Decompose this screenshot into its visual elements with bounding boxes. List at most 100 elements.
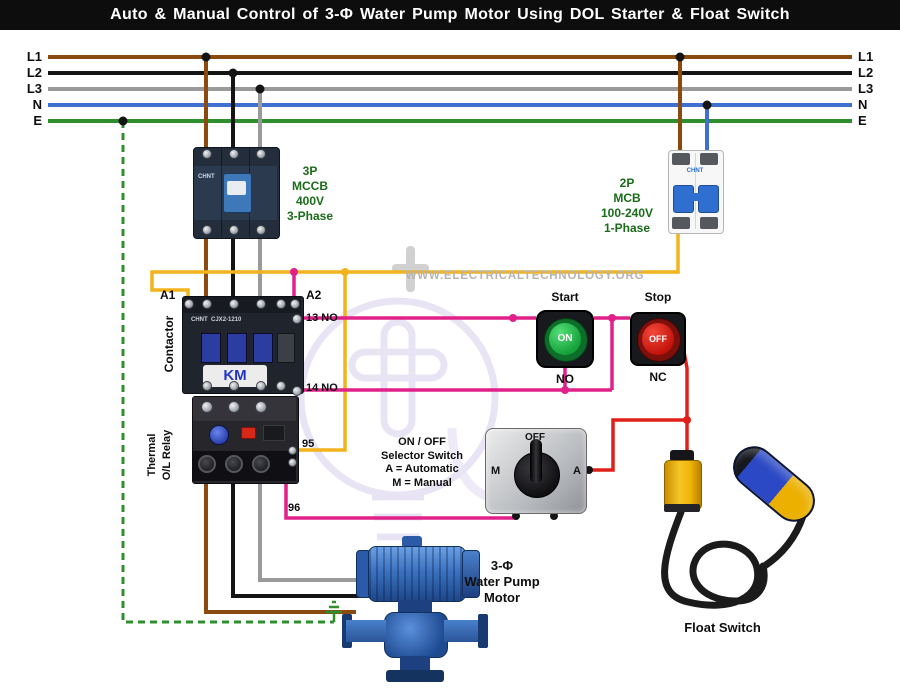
float-switch-label: Float Switch — [684, 620, 761, 635]
diagram-title: Auto & Manual Control of 3-Φ Water Pump … — [0, 0, 900, 30]
overload-terminal-screw — [255, 401, 267, 413]
overload-side-label-line2: O/L Relay — [161, 429, 173, 481]
contactor-13no-label: 13 NO — [306, 312, 338, 324]
overload-dial — [209, 425, 229, 445]
pump-base-flange — [386, 670, 444, 682]
mccb-label-line: 3-Phase — [286, 209, 334, 223]
contactor-brand-model: CHNT CJX2-1210 — [191, 317, 241, 323]
control-wires-yellow — [150, 232, 680, 452]
earth-wire-green — [121, 121, 342, 624]
wire-earth-to-motor — [121, 121, 334, 624]
overload-96-label: 96 — [288, 502, 301, 514]
float-weight-cap — [670, 450, 694, 462]
selector-m-label: M — [491, 465, 501, 477]
motor-label-line: 3-Φ — [490, 558, 514, 573]
rail-label-right-e: E — [858, 113, 867, 128]
wire-mcb-to-coil-a1 — [150, 232, 680, 302]
contactor-terminal-screw — [276, 299, 286, 309]
contactor-13no-terminal — [292, 314, 302, 324]
mcb-label-line: 1-Phase — [603, 221, 651, 235]
mccb-label-line: MCCB — [292, 179, 328, 193]
mcb-terminal — [672, 153, 690, 165]
contactor-window — [227, 333, 247, 363]
contactor-km-plate: KM — [203, 365, 267, 387]
float-switch-weight — [664, 450, 702, 512]
mccb-label: 3P MCCB 400V 3-Phase — [280, 164, 340, 224]
contactor-model-text: CJX2-1210 — [211, 317, 242, 323]
pump-pipe-left — [346, 620, 386, 642]
contactor-a1-terminal — [184, 299, 194, 309]
overload-output-terminal — [225, 455, 243, 473]
motor-lifting-lug — [402, 536, 422, 548]
motor-fin-body — [368, 546, 466, 602]
rail-label-left-n: N — [32, 97, 42, 112]
overload-terminal-screw — [228, 401, 240, 413]
pump-volute — [384, 612, 448, 658]
stop-button-contact-label: NC — [649, 370, 667, 384]
selector-switch-device: OFF M A — [485, 428, 587, 514]
contactor-side-label: Contactor — [162, 315, 176, 373]
start-button-contact-label: NO — [556, 372, 574, 386]
pump-motor-device — [340, 530, 490, 688]
contactor-terminal-screw — [276, 381, 286, 391]
contactor-brand-text: CHNT — [191, 317, 208, 323]
diagram-title-text: Auto & Manual Control of 3-Φ Water Pump … — [110, 6, 790, 23]
earth-symbol-icon — [326, 600, 342, 622]
contactor-aux-block — [277, 333, 295, 363]
overload-relay-device — [192, 396, 299, 484]
contactor-terminal-screw — [229, 299, 239, 309]
contactor-14no-terminal — [292, 386, 302, 396]
watermark-cross-icon — [392, 246, 429, 292]
start-button-title: Start — [551, 290, 579, 304]
overload-95-terminal — [288, 446, 297, 455]
rail-label-right-n: N — [858, 97, 868, 112]
float-weight-gland — [664, 504, 700, 512]
selector-off-label: OFF — [525, 432, 545, 443]
pump-pipe-right — [444, 620, 484, 642]
stop-button-title: Stop — [644, 290, 672, 304]
overload-window — [263, 425, 285, 441]
overload-side-label: Thermal O/L Relay — [145, 409, 175, 501]
contactor-terminal-screw — [202, 381, 212, 391]
watermark-site-text: WWW.ELECTRICALTECHNOLOGY.ORG — [405, 270, 645, 282]
rail-label-left-l2: L2 — [26, 65, 42, 80]
mcb-toggle-tie — [675, 193, 715, 201]
wire-float-to-selector-a — [589, 418, 687, 472]
contactor-window — [201, 333, 221, 363]
contactor-device: CHNT CJX2-1210 KM — [182, 296, 304, 396]
mccb-terminal-screw — [202, 225, 212, 235]
junction-dots — [118, 52, 712, 520]
phase-wires-brown — [204, 57, 682, 614]
pump-neck — [398, 600, 432, 614]
mcb-brand-text: CHNT — [686, 168, 704, 174]
overload-side-label-line1: Thermal — [146, 433, 158, 477]
selector-desc-line: Selector Switch — [381, 449, 463, 462]
mccb-label-line: 3P — [302, 164, 318, 178]
contactor-terminal-screw — [256, 299, 266, 309]
mcb-label-line: MCB — [613, 191, 641, 205]
mcb-terminal — [672, 217, 690, 229]
mccb-brand-text: CHNT — [198, 174, 215, 180]
mccb-terminal-screw — [229, 149, 239, 159]
contactor-terminal-screw — [229, 381, 239, 391]
motor-label: 3-Φ Water Pump Motor — [452, 558, 552, 606]
start-button-face: ON — [549, 323, 581, 355]
wire-stop-to-float — [682, 351, 689, 452]
rail-label-left-e: E — [33, 113, 42, 128]
overload-terminal-screw — [201, 401, 213, 413]
contactor-terminal-screw — [202, 299, 212, 309]
contactor-a1-label: A1 — [160, 288, 176, 302]
rail-label-left-l1: L1 — [26, 49, 42, 64]
mccb-device: CHNT — [193, 147, 280, 239]
mccb-terminal-screw — [256, 149, 266, 159]
mcb-device: CHNT — [668, 150, 724, 234]
selector-desc-line: A = Automatic — [385, 463, 459, 475]
contactor-a2-label: A2 — [306, 288, 322, 302]
float-switch-float — [724, 437, 824, 531]
wire-bus-to-relay-95 — [294, 272, 347, 452]
overload-95-label: 95 — [302, 438, 315, 450]
selector-a-label: A — [573, 465, 581, 477]
mccb-terminal-screw — [229, 225, 239, 235]
overload-reset-button — [241, 427, 256, 439]
